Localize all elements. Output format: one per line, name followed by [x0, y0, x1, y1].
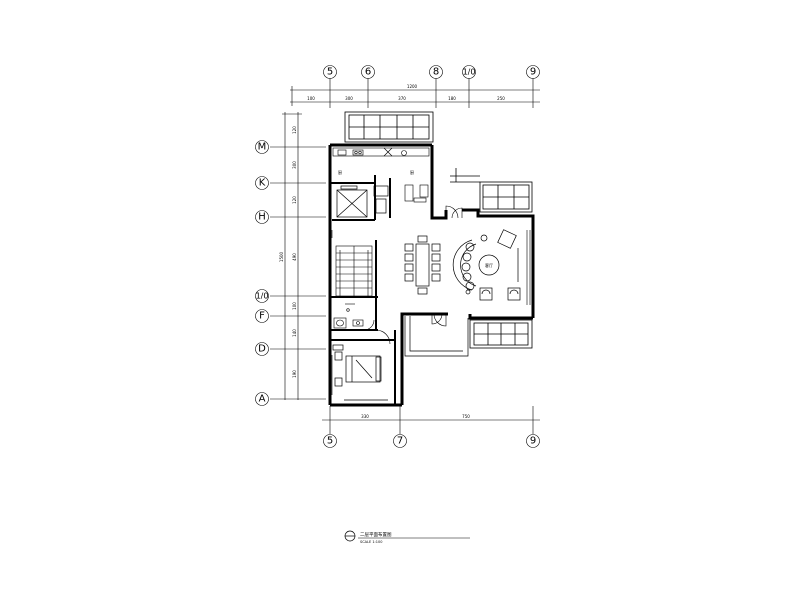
- dim-bottom-seg: 750: [462, 414, 470, 419]
- front-terrace: [404, 316, 469, 357]
- doors: [363, 205, 463, 345]
- bedroom: [332, 344, 388, 401]
- dim-top-seg: 300: [345, 96, 353, 101]
- coffee-table: [478, 254, 500, 276]
- grid-bubble-top: [429, 65, 443, 79]
- dim-left-seg: 120: [292, 196, 297, 204]
- grid-label-left: 1/0: [256, 292, 269, 301]
- right-bay-window-upper: [450, 168, 533, 213]
- kitchen: [332, 147, 430, 203]
- bathroom: [333, 303, 364, 329]
- grid-label-left: K: [259, 178, 266, 189]
- grid-label-left: M: [258, 142, 267, 153]
- room-label: 厨: [410, 169, 414, 175]
- grid-bubble-top: [361, 65, 375, 79]
- grid-bubble-bottom: [393, 434, 407, 448]
- window-strips: [328, 230, 531, 395]
- grid-label-top: 9: [530, 67, 536, 78]
- grid-bubble-top: [323, 65, 337, 79]
- caption-title: 二层平面布置图: [360, 531, 392, 538]
- interior-walls: [330, 175, 396, 405]
- grid-label-top: 1/0: [463, 68, 476, 77]
- living-room-furniture: [452, 229, 521, 301]
- grid-bubble-left: [255, 392, 269, 406]
- grid-bubble-top: [526, 65, 540, 79]
- staircase: [335, 245, 373, 297]
- grid-label-left: F: [259, 311, 265, 322]
- dim-left-seg: 140: [292, 329, 297, 337]
- grid-bubble-left: [255, 342, 269, 356]
- grid-bubble-top: [462, 65, 476, 79]
- grid-bubble-bottom: [323, 434, 337, 448]
- drawing-caption: [344, 530, 470, 542]
- elevator-shaft: [336, 185, 389, 218]
- top-balcony: [344, 111, 434, 143]
- dim-left-seg: 120: [292, 126, 297, 134]
- grid-label-left: H: [258, 212, 266, 223]
- dining-table: [404, 235, 441, 295]
- bottom-axis: [322, 406, 540, 448]
- grid-bubble-bottom: [526, 434, 540, 448]
- dim-left-seg: 300: [292, 161, 297, 169]
- dim-left-seg: 490: [292, 253, 297, 261]
- room-label: 厨: [338, 169, 342, 175]
- grid-label-left: D: [258, 344, 266, 355]
- grid-bubble-left: [255, 309, 269, 323]
- grid-bubble-left: [255, 289, 269, 303]
- grid-bubble-left: [255, 140, 269, 154]
- grid-bubble-left: [255, 210, 269, 224]
- dim-top-seg: 250: [497, 96, 505, 101]
- grid-label-left: A: [259, 394, 266, 405]
- grid-label-bottom: 5: [327, 436, 333, 447]
- dim-top-total: 1200: [407, 84, 418, 89]
- grid-label-bottom: 7: [397, 436, 403, 447]
- grid-bubble-left: [255, 176, 269, 190]
- grid-label-top: 6: [365, 67, 371, 78]
- sink-icon: [337, 149, 347, 156]
- top-axis: [290, 65, 540, 108]
- dim-left-total: 1500: [279, 251, 284, 262]
- dim-left-seg: 100: [292, 302, 297, 310]
- grid-label-top: 5: [327, 67, 333, 78]
- dim-top-seg: 100: [307, 96, 315, 101]
- dim-top-seg: 180: [448, 96, 456, 101]
- grid-label-top: 8: [433, 67, 439, 78]
- stove-icon: [352, 149, 364, 156]
- dim-bottom-seg: 330: [361, 414, 369, 419]
- right-bay-window-lower: [469, 319, 533, 349]
- room-label: 客厅: [485, 262, 493, 268]
- grid-label-bottom: 9: [530, 436, 536, 447]
- dim-top-seg: 370: [398, 96, 406, 101]
- left-axis: [255, 112, 326, 406]
- dim-left-seg: 190: [292, 370, 297, 378]
- caption-subtitle: SCALE 1:100: [360, 540, 382, 544]
